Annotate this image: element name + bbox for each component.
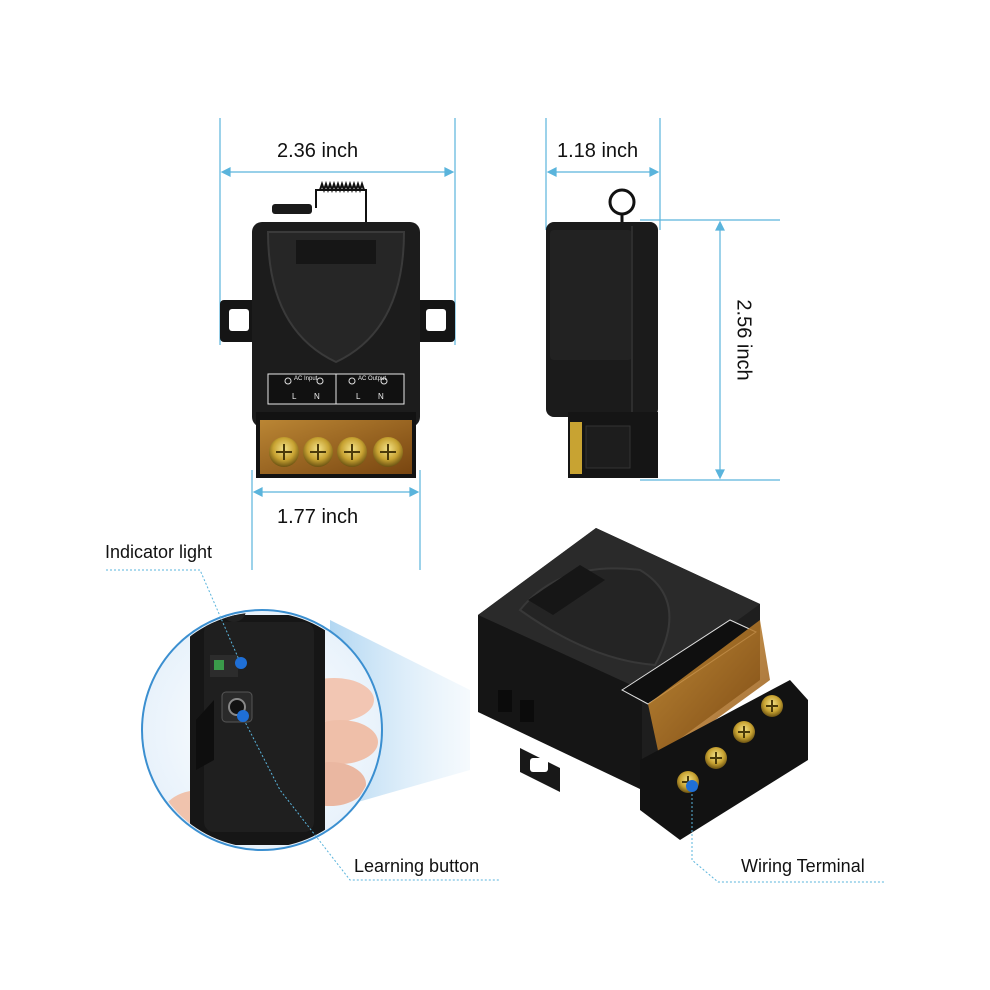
ac-output-label: AC Output <box>358 376 387 382</box>
indicator-light-label: Indicator light <box>105 542 213 562</box>
callout-leaders <box>106 569 885 883</box>
front-view-device <box>220 180 455 478</box>
width-bottom-label: 1.77 inch <box>277 506 359 528</box>
front-n-out: N <box>378 392 384 401</box>
dimension-lines <box>219 118 780 570</box>
wiring-terminal-label: Wiring Terminal <box>741 856 865 876</box>
height-label: 2.56 inch <box>732 299 755 381</box>
learning-button-label: Learning button <box>354 856 480 876</box>
front-l-in: L <box>292 392 297 401</box>
width-top-label: 2.36 inch <box>277 140 359 162</box>
zoom-detail <box>141 609 470 851</box>
terminal-dot <box>686 780 698 792</box>
front-n-in: N <box>314 392 320 401</box>
side-view-device <box>546 188 658 478</box>
ac-input-label: AC Input <box>294 376 318 382</box>
learning-dot <box>237 710 249 722</box>
indicator-dot <box>235 657 247 669</box>
perspective-device <box>478 528 808 840</box>
depth-label: 1.18 inch <box>557 140 639 162</box>
front-l-out: L <box>356 392 361 401</box>
